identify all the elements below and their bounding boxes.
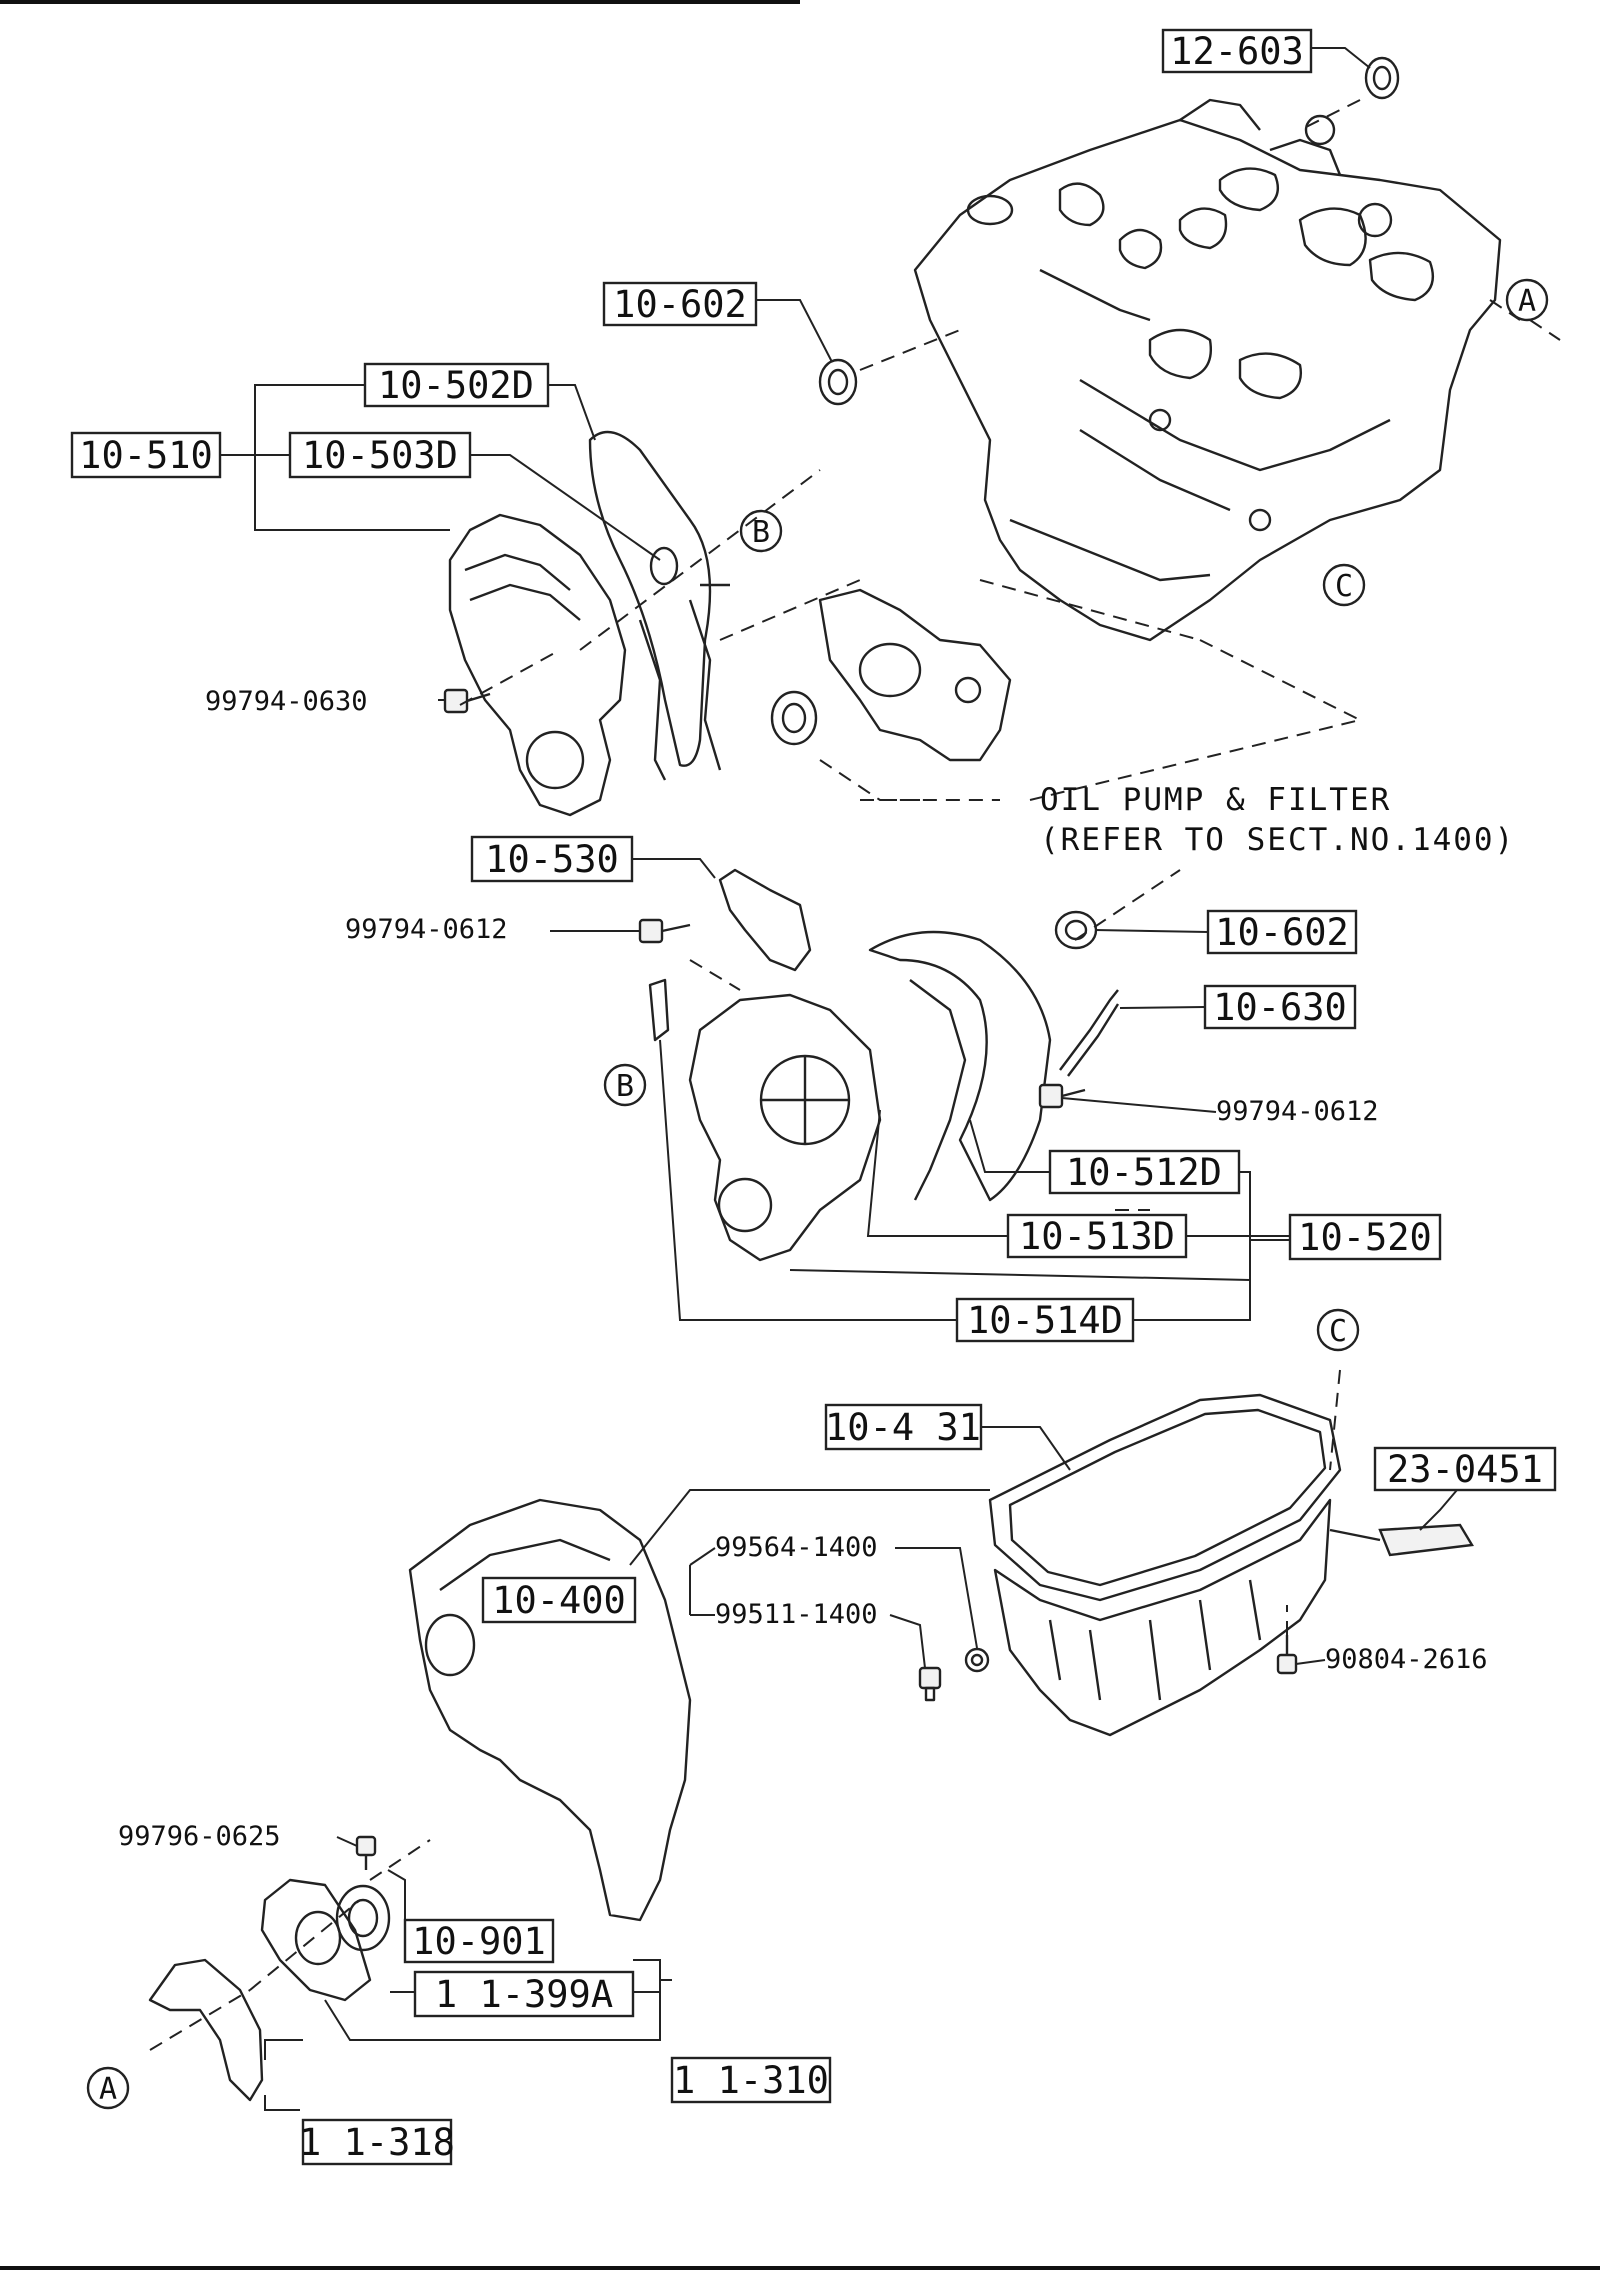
boxed-label-10-400: 10-400 <box>481 1576 637 1624</box>
boxed-label-10-602-upper: 10-602 <box>602 281 758 327</box>
seal-10-602-upper <box>818 358 858 406</box>
plain-label-99511-1400: 99511-1400 <box>715 1599 878 1630</box>
boxed-label-12-603: 12-603 <box>1161 28 1313 74</box>
bracket-10-530 <box>718 868 812 972</box>
bolt-99794-0612-right <box>1038 1083 1086 1109</box>
boxed-label-10-512d: 10-512D <box>1048 1149 1241 1195</box>
gasket-strip-lower <box>909 979 967 1201</box>
oil-pump-seal <box>770 690 818 746</box>
marker-a-top-label: A <box>1518 284 1536 319</box>
marker-c-top-label: C <box>1335 569 1353 604</box>
marker-a-top: A <box>1505 278 1549 322</box>
label-text: 10-4 31 <box>825 1406 981 1449</box>
gasket-strips <box>638 583 730 781</box>
label-text: 10-602 <box>613 283 747 326</box>
oil-pan <box>993 1498 1332 1737</box>
lower-timing-cover <box>688 993 882 1262</box>
boxed-label-10-630: 10-630 <box>1203 984 1357 1030</box>
bracket-b-strip <box>648 978 670 1042</box>
marker-b-top-label: B <box>752 515 770 550</box>
plain-label-99794-0612-left: 99794-0612 <box>345 914 508 945</box>
label-text: 10-901 <box>412 1920 546 1963</box>
assembly-dashed-lines <box>149 99 1561 2051</box>
label-text: 10-510 <box>79 434 213 477</box>
marker-b-middle: B <box>603 1063 647 1107</box>
label-text: 10-602 <box>1215 911 1349 954</box>
leader-lines <box>220 47 1458 2111</box>
marker-b-top: B <box>739 509 783 553</box>
boxed-label-10-502d: 10-502D <box>363 362 550 408</box>
label-text: 10-520 <box>1298 1216 1432 1259</box>
boxed-label-23-0451: 23-0451 <box>1373 1446 1557 1492</box>
rear-oil-seal-11-399a <box>335 1884 391 1952</box>
marker-c-oilpan: C <box>1316 1308 1360 1352</box>
timing-belt-lower <box>868 930 1052 1202</box>
seal-12-603 <box>1364 56 1400 100</box>
marker-a-bottom: A <box>86 2066 130 2110</box>
engine-block <box>913 98 1502 642</box>
plain-label-99564-1400: 99564-1400 <box>715 1532 878 1563</box>
bolt-99796-0625 <box>355 1835 377 1870</box>
timing-belt-loop <box>588 430 712 767</box>
drain-plug-99511-1400 <box>918 1666 942 1702</box>
marker-c-top: C <box>1322 563 1366 607</box>
boxed-label-10-514d: 10-514D <box>955 1297 1135 1343</box>
label-text: 10-502D <box>378 364 534 407</box>
boxed-label-10-520: 10-520 <box>1288 1213 1442 1261</box>
oil-pump-housing <box>818 588 1012 762</box>
plain-label-90804-2616: 90804-2616 <box>1325 1644 1488 1675</box>
boxed-label-11-310: 1 1-310 <box>670 2056 832 2104</box>
label-text: 1 1-310 <box>673 2059 829 2102</box>
label-text: 10-513D <box>1019 1215 1175 1258</box>
label-text: 23-0451 <box>1387 1448 1543 1491</box>
label-text: 10-400 <box>492 1579 626 1622</box>
rear-seal-housing-11-310 <box>260 1878 372 2002</box>
label-text: 10-512D <box>1066 1151 1222 1194</box>
oil-level-sensor-23-0451 <box>1329 1523 1474 1557</box>
plain-label-99796-0625: 99796-0625 <box>118 1821 281 1852</box>
plain-label-99794-0612-right: 99794-0612 <box>1216 1096 1379 1127</box>
dipstick-tube-10-630 <box>1059 989 1120 1077</box>
note-oil-pump-line-1: OIL PUMP & FILTER <box>1040 782 1391 818</box>
label-text: 10-503D <box>302 434 458 477</box>
label-text: 10-514D <box>967 1299 1123 1342</box>
seal-10-602-lower <box>1054 910 1098 950</box>
plain-label-99794-0630: 99794-0630 <box>205 686 368 717</box>
oil-pan-gasket <box>988 1393 1342 1602</box>
marker-b-middle-label: B <box>616 1069 634 1104</box>
label-text: 10-530 <box>485 838 619 881</box>
bolt-99794-0612-left <box>638 918 691 944</box>
boxed-label-10-901: 10-901 <box>403 1918 555 1964</box>
bolt-90804-2616 <box>1276 1635 1298 1675</box>
label-text: 10-630 <box>1213 986 1347 1029</box>
boxed-label-11-399a: 1 1-399A <box>413 1970 635 2018</box>
washer-99564-1400 <box>964 1647 990 1673</box>
seal-ring-upper <box>649 546 679 586</box>
marker-a-bottom-label: A <box>99 2072 117 2107</box>
upper-timing-cover <box>448 513 627 817</box>
boxed-label-10-530: 10-530 <box>470 835 634 883</box>
label-text: 1 1-399A <box>435 1973 613 2016</box>
boxed-label-11-318: 1 1-318 <box>299 2118 455 2166</box>
label-text: 12-603 <box>1170 30 1304 73</box>
marker-c-oilpan-label: C <box>1329 1314 1347 1349</box>
boxed-label-10-503d: 10-503D <box>288 431 472 479</box>
rear-end-plate-10-901 <box>408 1498 692 1922</box>
label-text: 1 1-318 <box>299 2121 455 2164</box>
note-oil-pump-line-2: (REFER TO SECT.NO.1400) <box>1040 822 1515 858</box>
boxed-label-10-602-lower: 10-602 <box>1206 909 1358 955</box>
boxed-label-10-431: 10-4 31 <box>824 1403 983 1451</box>
boxed-label-10-513d: 10-513D <box>1006 1213 1188 1259</box>
rear-cover-11-318 <box>148 1958 264 2102</box>
boxed-label-10-510: 10-510 <box>70 431 222 479</box>
